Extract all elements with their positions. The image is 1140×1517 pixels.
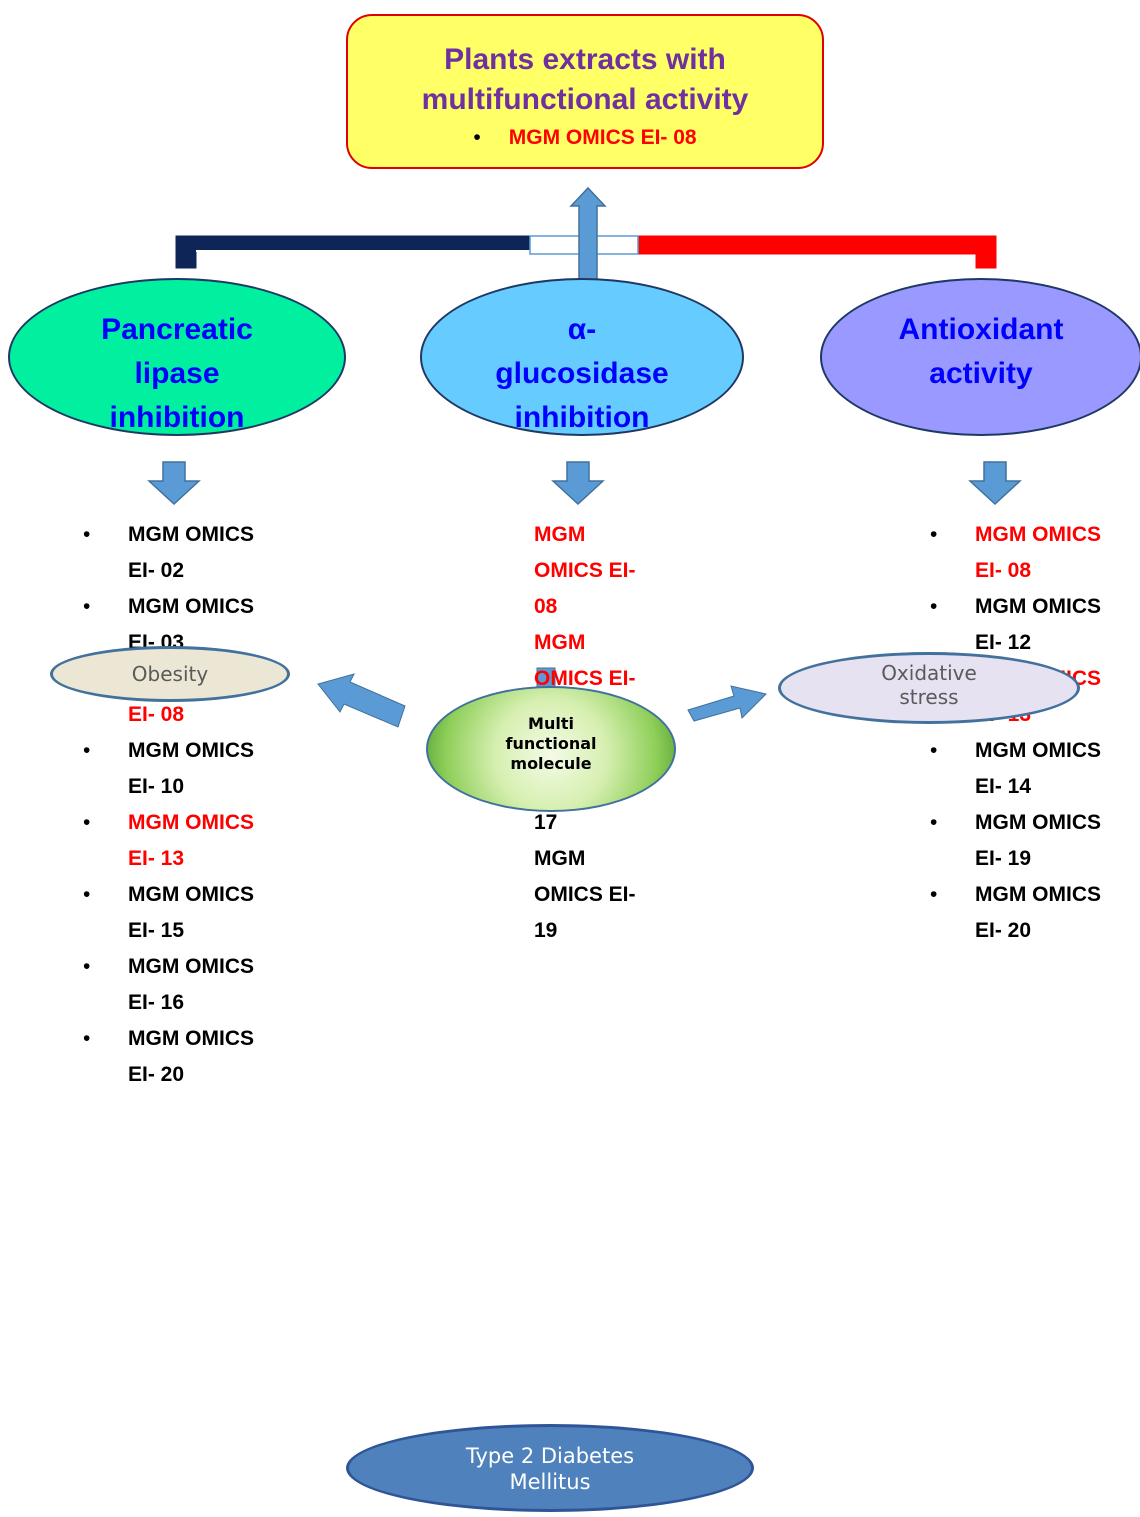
ellipse-label-line: inhibition [514,401,650,434]
ellipse-label-line: lipase [134,357,220,390]
diabetes-label-line: Type 2 Diabetes [465,1444,635,1468]
down-arrow-right [968,461,1022,506]
ellipse-label-line: α- [567,313,597,346]
ellipse-label-line: activity [929,357,1033,390]
top-box-title-line1: Plants extracts with [444,43,726,76]
list-item-line: MGM OMICS [128,955,254,978]
bullet: • [473,126,481,149]
list-item-line: MGM OMICS [128,739,254,762]
list-item-line: MGM [534,847,586,870]
list-item-line: OMICS EI- [534,559,636,582]
down-arrow-middle [551,461,605,506]
top-box-item-label: MGM OMICS EI- 08 [508,126,697,149]
center-label-line: molecule [510,754,592,773]
bullet: • [83,955,91,978]
list-item-line: MGM OMICS [128,1027,254,1050]
list-item-line: OMICS EI- [534,667,636,690]
arrow-to-obesity [317,673,406,728]
list-item-line: MGM OMICS [975,739,1101,762]
list-item: • MGM OMICS EI- 16 [83,949,254,1021]
ellipse-label-line: inhibition [109,401,245,434]
list-item-line: MGM OMICS [128,523,254,546]
bullet: • [83,883,91,906]
list-item-line: MGM OMICS [975,595,1101,618]
up-arrow [569,186,607,281]
list-item-line: EI- 02 [128,559,185,582]
list-item-line: MGM OMICS [975,523,1101,546]
list-item-line: EI- 10 [128,775,185,798]
list-item-line: MGM OMICS [975,811,1101,834]
list-item-line: OMICS EI- [534,883,636,906]
top-box-title: Plants extracts with multifunctional act… [348,40,822,120]
bullet: • [930,739,938,762]
oxidative-label-line: Oxidative [881,661,977,685]
bullet: • [83,1027,91,1050]
list-item-line: EI- 08 [128,703,185,726]
list-item: • MGM OMICS EI- 15 [83,877,254,949]
bullet: • [930,595,938,618]
list-item: • MGM OMICS EI- 20 [930,877,1101,949]
list-item-line: 19 [534,919,558,937]
arrow-to-oxidative [687,685,767,722]
list-antioxidant: • MGM OMICS EI- 08 • MGM OMICS EI- 12 • MGM OMI… [930,517,1101,949]
down-arrow-left [147,461,201,506]
bullet: • [83,811,91,834]
center-label-line: functional [505,734,597,753]
list-item-line: EI- 13 [128,847,185,870]
obesity-label: Obesity [131,662,209,686]
list-item: • MGM OMICS EI- 10 [83,733,254,805]
ellipse-label-line: Pancreatic [101,313,253,346]
list-item-line: EI- 12 [975,631,1032,654]
bullet: • [83,523,91,546]
list-item-line: MGM OMICS [128,883,254,906]
oxidative-label-line: stress [899,685,959,709]
list-item-line: MGM OMICS [128,595,254,618]
list-item-line: EI- 15 [128,919,185,942]
list-item: • MGM OMICS EI- 12 [930,589,1101,661]
bullet: • [930,523,938,546]
ellipse-alpha-glucosidase: α- glucosidase inhibition [420,278,744,436]
ellipse-antioxidant: Antioxidant activity [820,278,1140,436]
oxidative-stress-oval: Oxidative stress [778,652,1080,724]
list-item-line: EI- 19 [975,847,1032,870]
bullet: • [930,883,938,906]
list-item-line: EI- 14 [975,775,1032,798]
diabetes-label-line: Mellitus [509,1470,591,1494]
list-item-line: EI- 20 [128,1063,185,1086]
top-box-item: • MGM OMICS EI- 08 [348,126,822,150]
ellipse-label-line: glucosidase [495,357,669,390]
bullet: • [83,595,91,618]
list-item-line: MGM OMICS [128,811,254,834]
list-item-line: MGM [534,523,586,546]
list-item: • MGM OMICS EI- 19 [930,805,1101,877]
list-item-line: EI- 08 [975,559,1032,582]
center-label-line: Multi [528,714,574,733]
list-item-line: MGM OMICS [975,883,1101,906]
red-connector [637,235,997,269]
list-item-line: EI- 16 [128,991,185,1014]
list-item: • MGM OMICS EI- 08 [930,517,1101,589]
ellipse-pancreatic-lipase: Pancreatic lipase inhibition [8,278,346,436]
type2-diabetes-oval: Type 2 Diabetes Mellitus [346,1424,754,1512]
list-item: • MGM OMICS EI- 14 [930,733,1101,805]
obesity-oval: Obesity [50,646,290,702]
list-item-line: 17 [534,811,558,834]
multifunctional-molecule-circle: Multi functional molecule [426,686,676,812]
list-item: • MGM OMICS EI- 13 [83,805,254,877]
list-item-line: 08 [534,595,558,618]
list-item: • MGM OMICS EI- 02 [83,517,254,589]
bullet: • [83,739,91,762]
ellipse-label-line: Antioxidant [898,313,1064,346]
top-box: Plants extracts with multifunctional act… [346,14,824,169]
list-item-line: EI- 20 [975,919,1032,942]
list-item-line: MGM [534,631,586,654]
top-box-title-line2: multifunctional activity [421,83,749,116]
list-item: • MGM OMICS EI- 20 [83,1021,254,1093]
bullet: • [930,811,938,834]
